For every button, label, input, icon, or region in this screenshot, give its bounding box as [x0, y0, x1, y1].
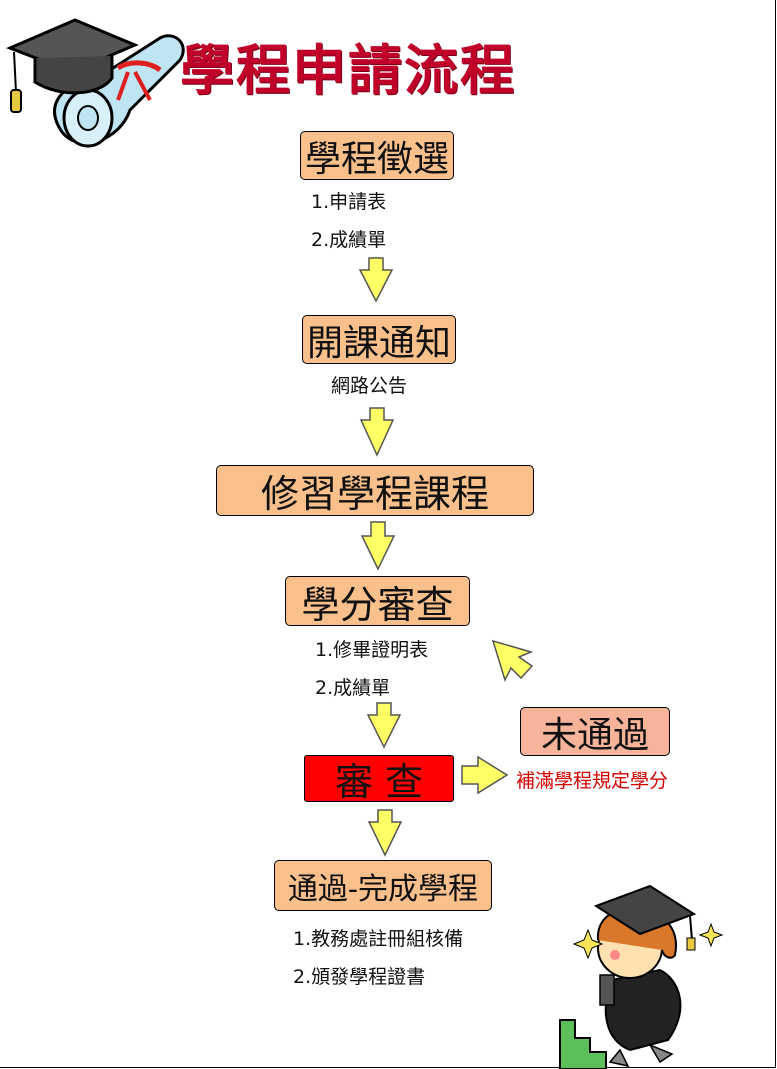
step-review: 審 查 [304, 755, 454, 804]
step-label: 開課通知 [306, 322, 451, 364]
note-transcript-2: 2.成績單 [315, 677, 391, 699]
step-credit-review: 學分審查 [285, 576, 470, 627]
page-title: 學程申請流程 [180, 39, 516, 102]
step-label: 未通過 [540, 714, 649, 756]
step-course-notice: 開課通知 [302, 315, 456, 364]
note-issue-certificate: 2.頒發學程證書 [293, 966, 426, 988]
step-label: 學分審查 [301, 582, 454, 627]
step-label: 審 查 [334, 760, 424, 804]
down-arrow-icon [367, 809, 403, 857]
note-make-up-credits: 補滿學程規定學分 [516, 770, 669, 792]
step-take-courses: 修習學程課程 [216, 465, 534, 516]
right-arrow-icon [461, 755, 509, 795]
graduation-cap-icon [6, 18, 139, 113]
step-program-selection: 學程徵選 [300, 131, 454, 180]
note-online-announcement: 網路公告 [331, 375, 408, 397]
step-label: 學程徵選 [304, 138, 449, 180]
note-transcript: 2.成績單 [311, 229, 387, 251]
down-arrow-icon [359, 407, 395, 457]
down-arrow-icon [366, 702, 402, 749]
note-registrar-approval: 1.教務處註冊組核備 [293, 928, 464, 950]
step-label: 通過-完成學程 [287, 871, 479, 907]
step-program-completed: 通過-完成學程 [274, 860, 492, 911]
note-completion-form: 1.修畢證明表 [315, 639, 429, 661]
step-not-passed: 未通過 [520, 707, 670, 756]
step-label: 修習學程課程 [260, 472, 489, 516]
down-arrow-icon [358, 257, 394, 303]
note-application-form: 1.申請表 [311, 191, 387, 213]
down-arrow-icon [360, 521, 396, 571]
up-left-arrow-icon [491, 639, 534, 683]
